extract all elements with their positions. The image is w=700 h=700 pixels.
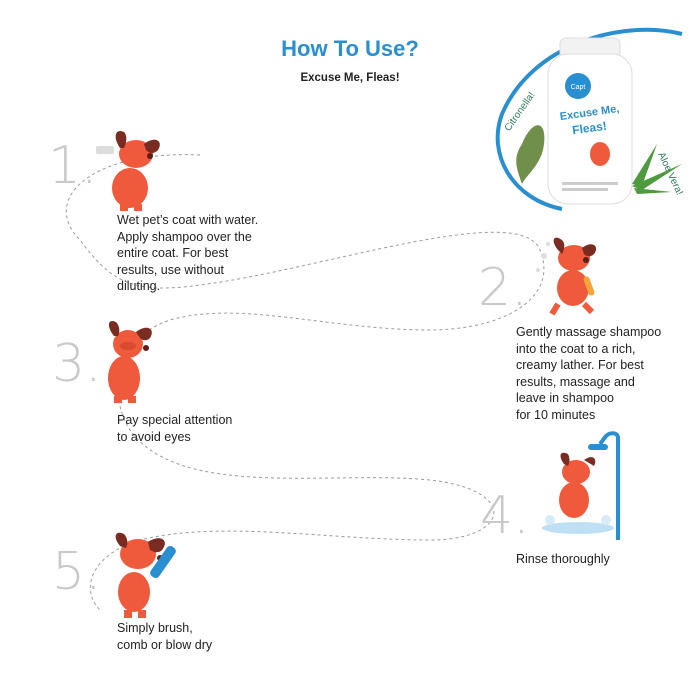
dog-covering-eyes-icon (108, 320, 152, 403)
step-text-1: Wet pet’s coat with water. Apply shampoo… (117, 213, 259, 293)
step-text-3: Pay special attention to avoid eyes (117, 413, 233, 444)
dog-shower-icon (542, 431, 620, 540)
product-image: Capt Excuse Me, Fleas! Citronella! Aloe … (482, 24, 697, 224)
svg-text:Capt: Capt (571, 84, 586, 91)
step-number-1: 1. (48, 136, 98, 196)
dog-brushing-icon (115, 532, 176, 618)
dog-wetting-icon (96, 130, 160, 211)
step-text-4: Rinse thoroughly (516, 552, 610, 566)
page-title: How To Use? (281, 36, 419, 61)
page-subtitle: Excuse Me, Fleas! (300, 72, 400, 84)
dog-massaging-icon (536, 237, 597, 316)
step-number-3: 3. (52, 334, 102, 394)
step-number-2: 2. (478, 258, 528, 318)
step-text-2: Gently massage shampoo into the coat to … (516, 325, 662, 422)
svg-text:Fleas!: Fleas! (571, 119, 607, 138)
svg-text:Citronella!: Citronella! (503, 90, 538, 133)
step-text-5: Simply brush, comb or blow dry (117, 621, 213, 652)
step-number-5: 5. (52, 542, 102, 602)
step-number-4: 4. (480, 486, 530, 546)
